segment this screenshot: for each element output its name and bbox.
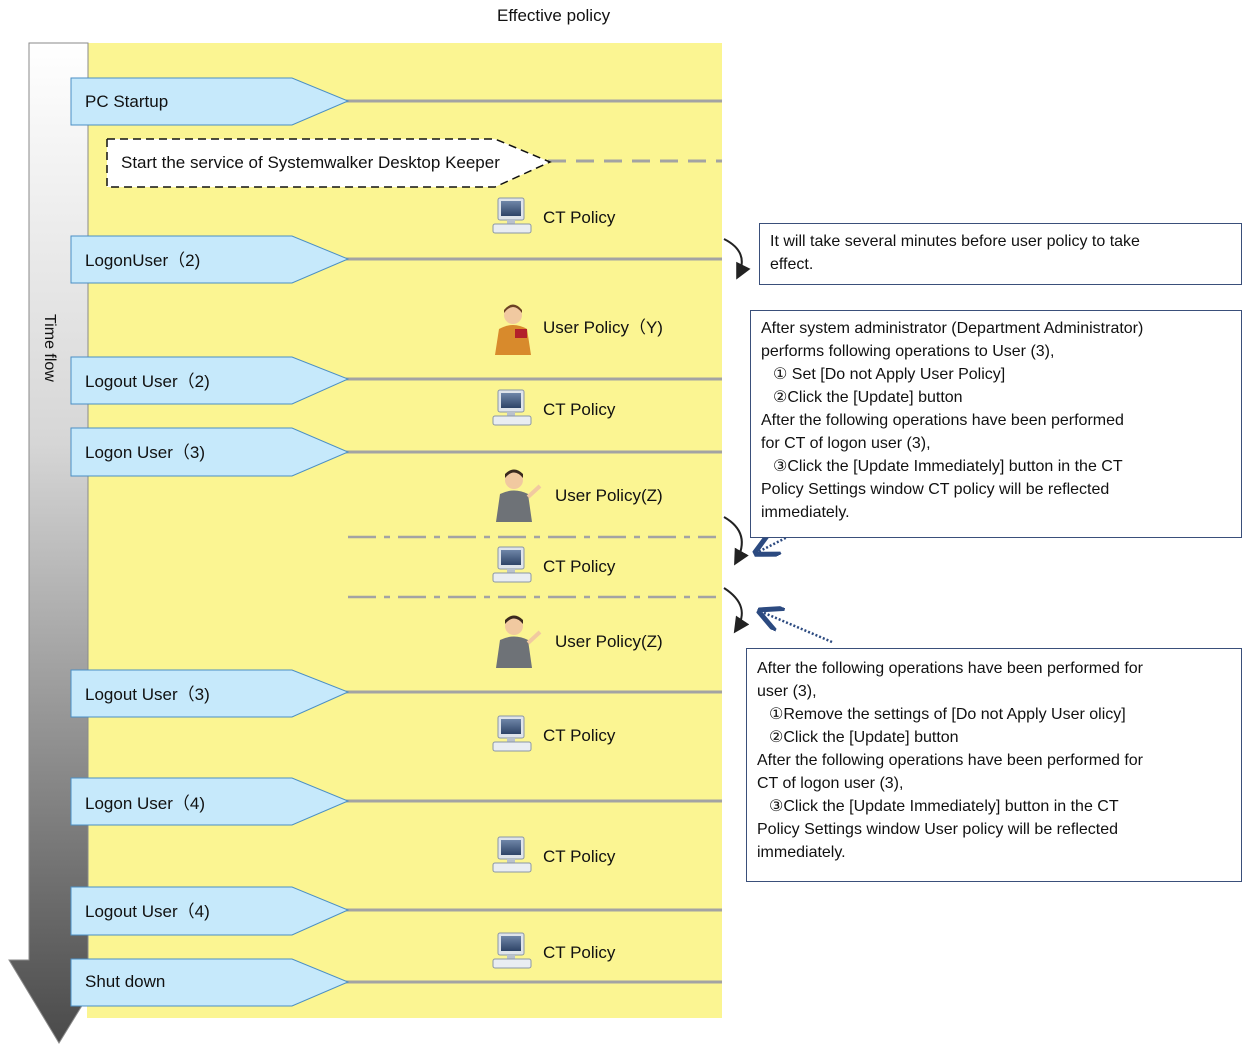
policy-ct-3: CT Policy <box>543 557 616 576</box>
event-start-service: Start the service of Systemwalker Deskto… <box>121 153 500 172</box>
note-line: ②Click the [Update] button <box>773 389 963 406</box>
computer-icon <box>492 836 532 873</box>
policy-ct-1: CT Policy <box>543 208 616 227</box>
event-shut-down: Shut down <box>85 972 166 991</box>
computer-icon <box>492 546 532 583</box>
note-user-policy-delay: It will take several minutes before user… <box>759 223 1242 285</box>
event-logout-user-4: Logout User（4) <box>85 902 210 921</box>
policy-ct-4: CT Policy <box>543 726 616 745</box>
event-logout-user-2: Logout User（2) <box>85 372 210 391</box>
computer-icon <box>492 932 532 969</box>
event-logout-user-3: Logout User（3) <box>85 685 210 704</box>
policy-ct-5: CT Policy <box>543 847 616 866</box>
note-line: for CT of logon user (3), <box>761 435 931 452</box>
computer-icon <box>492 389 532 426</box>
note-line: Policy Settings window CT policy will be… <box>761 481 1110 498</box>
event-shape-logout-user-3 <box>70 669 350 718</box>
note-line: immediately. <box>757 844 846 861</box>
note-line: ③Click the [Update Immediately] button i… <box>773 458 1123 475</box>
computer-icon <box>492 715 532 752</box>
effective-policy-panel <box>87 43 722 1018</box>
note-line: ①Remove the settings of [Do not Apply Us… <box>769 706 1126 723</box>
note-line: effect. <box>770 256 814 273</box>
event-shape-start-service <box>106 138 552 188</box>
person-icon-user-y <box>495 304 531 355</box>
note-user-policy-reflect: After the following operations have been… <box>746 648 1242 882</box>
diagram-title: Effective policy <box>497 6 611 25</box>
note-line: After the following operations have been… <box>757 752 1144 769</box>
note-line: CT of logon user (3), <box>757 775 904 792</box>
event-logon-user-3: Logon User（3) <box>85 443 206 462</box>
note-line: ③Click the [Update Immediately] button i… <box>769 798 1119 815</box>
note-line: After system administrator (Department A… <box>761 320 1144 337</box>
note-line: After the following operations have been… <box>761 412 1124 429</box>
note-line: immediately. <box>761 504 850 521</box>
event-shape-logon-user-3 <box>70 427 350 477</box>
note-line: After the following operations have been… <box>757 660 1144 677</box>
event-logon-user-4: Logon User（4) <box>85 794 206 813</box>
event-shape-logon-user-2 <box>70 235 350 284</box>
policy-ct-2: CT Policy <box>543 400 616 419</box>
policy-user-z-1: User Policy(Z) <box>555 486 663 505</box>
policy-user-y: User Policy（Y) <box>543 318 663 337</box>
note-line: user (3), <box>757 683 817 700</box>
note-line: performs following operations to User (3… <box>761 343 1055 360</box>
note-line: It will take several minutes before user… <box>770 233 1140 250</box>
time-flow-label: Time flow <box>41 314 58 382</box>
event-shape-shut-down <box>70 958 350 1007</box>
event-logon-user-2: LogonUser（2) <box>85 251 201 270</box>
computer-icon <box>492 197 532 234</box>
curved-arrow-ct-policy-update <box>723 516 749 566</box>
note-line: ① Set [Do not Apply User Policy] <box>773 366 1006 383</box>
person-icon-user-z-2 <box>496 615 542 668</box>
note-ct-policy-reflect: After system administrator (Department A… <box>750 310 1242 538</box>
event-shape-logon-user-4 <box>70 777 350 826</box>
note-line: ②Click the [Update] button <box>769 729 959 746</box>
event-shape-logout-user-2 <box>70 356 350 405</box>
policy-ct-6: CT Policy <box>543 943 616 962</box>
curved-arrow-user-policy-update <box>723 587 750 634</box>
policy-user-z-2: User Policy(Z) <box>555 632 663 651</box>
event-shape-logout-user-4 <box>70 886 350 936</box>
event-pc-startup: PC Startup <box>85 92 169 111</box>
event-shape-pc-startup <box>70 77 350 126</box>
note-line: Policy Settings window User policy will … <box>757 821 1119 838</box>
person-icon-user-z-1 <box>496 469 542 522</box>
curved-arrow-user-policy-delay <box>723 238 751 280</box>
dotted-arrow-note3 <box>762 612 833 644</box>
